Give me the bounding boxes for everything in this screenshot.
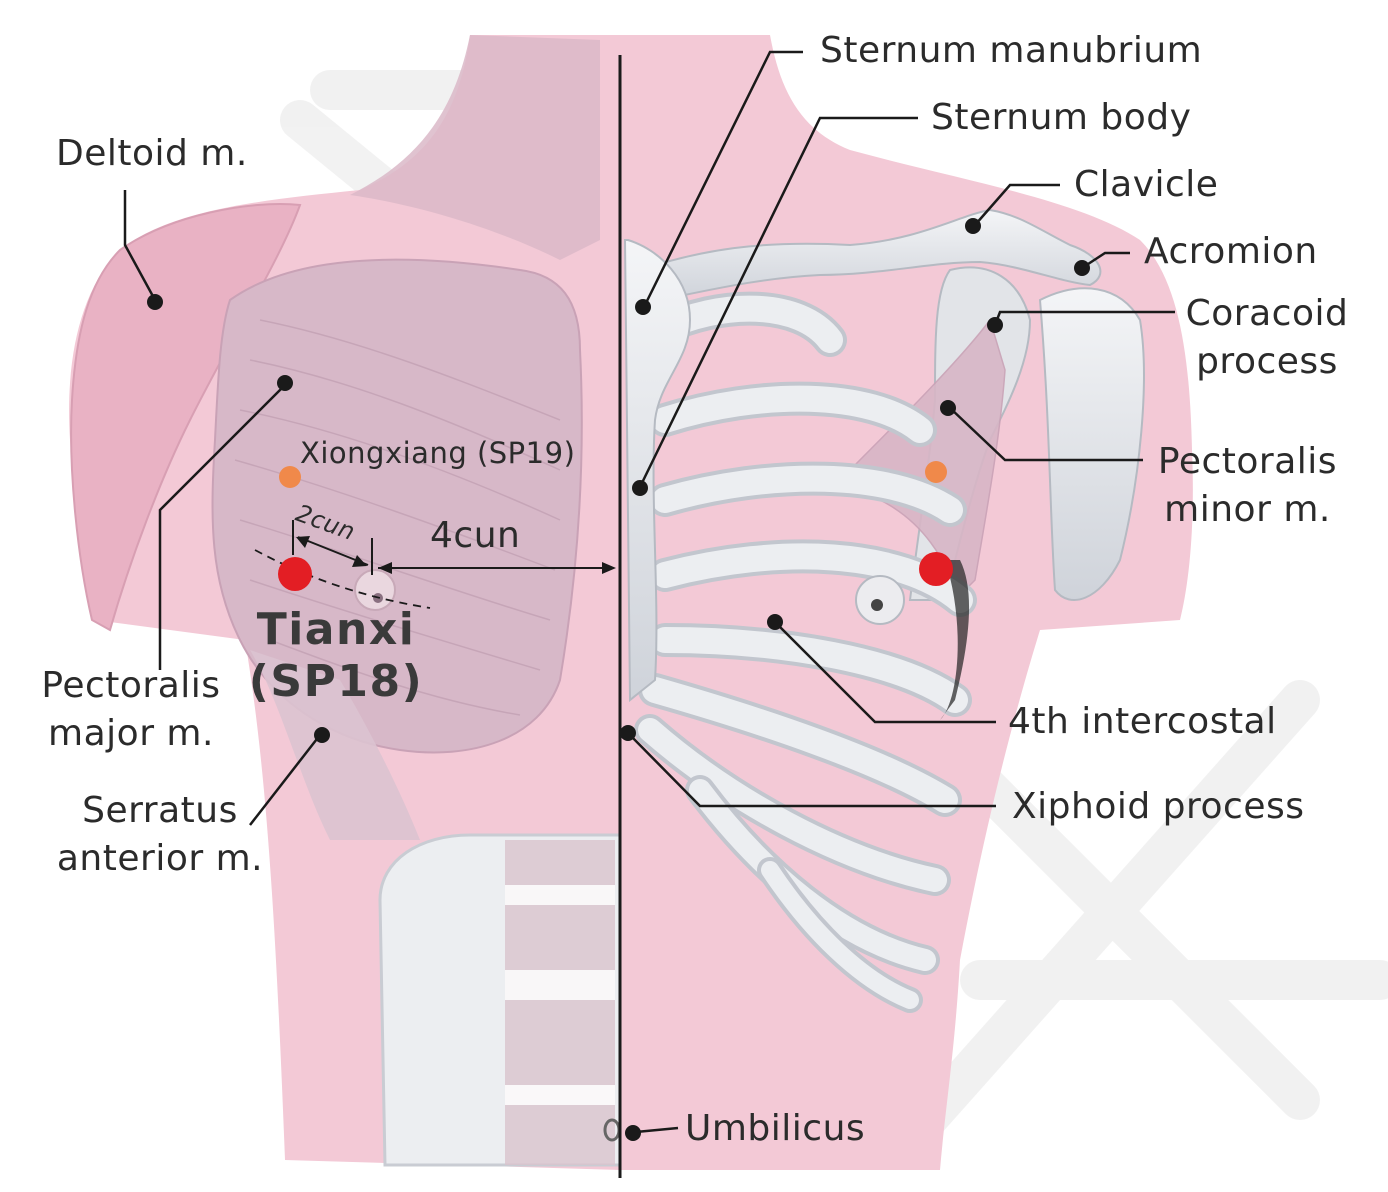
label-serratus-anterior-line2: anterior m.	[56, 837, 264, 879]
label-umbilicus: Umbilicus	[685, 1108, 866, 1149]
label-pectoralis-major: Pectoralis major m.	[36, 662, 226, 757]
label-clavicle: Clavicle	[1074, 164, 1219, 205]
label-tianxi-line2: (SP18)	[248, 655, 424, 707]
nipple-right-center	[871, 599, 883, 611]
pectoralis-major-muscle	[211, 258, 583, 754]
label-pectoralis-major-line2: major m.	[48, 712, 214, 754]
tianxi-point-left	[278, 557, 312, 591]
measurement-arrowheads	[296, 536, 616, 574]
humerus-bone	[1038, 287, 1145, 601]
label-coracoid-process: Coracoid process	[1172, 290, 1362, 385]
label-sternum-body: Sternum body	[931, 97, 1192, 138]
label-tianxi: Tianxi (SP18)	[236, 604, 436, 708]
label-pectoralis-minor-line2: minor m.	[1164, 488, 1331, 530]
label-4cun: 4cun	[430, 515, 521, 556]
label-serratus-anterior: Serratus anterior m.	[50, 787, 270, 882]
neck-muscle	[350, 35, 600, 260]
tianxi-point-right	[919, 552, 953, 586]
sternum-bone	[623, 239, 692, 703]
label-tianxi-line1: Tianxi	[256, 604, 416, 655]
ribcage	[634, 291, 977, 1013]
rib-shadow	[940, 560, 970, 720]
label-pectoralis-major-line1: Pectoralis	[41, 665, 221, 706]
label-sternum-manubrium: Sternum manubrium	[820, 30, 1203, 71]
pectoralis-minor-muscle	[838, 318, 1006, 602]
label-coracoid-process-line1: Coracoid	[1185, 293, 1349, 334]
label-pectoralis-minor: Pectoralis minor m.	[1150, 438, 1345, 533]
xiongxiang-point-left	[279, 466, 301, 488]
xiongxiang-point-right	[925, 461, 947, 483]
label-acromion: Acromion	[1144, 231, 1318, 272]
label-deltoid: Deltoid m.	[56, 133, 248, 174]
leader-dots	[147, 218, 1090, 1141]
label-xiphoid-process: Xiphoid process	[1012, 786, 1305, 827]
clavicle-bone	[638, 208, 1102, 302]
nipple-left	[354, 569, 396, 611]
label-pectoralis-minor-line1: Pectoralis	[1157, 441, 1338, 482]
serratus-anterior-muscle	[250, 650, 420, 840]
label-coracoid-process-line2: process	[1196, 340, 1338, 382]
rectus-bands	[505, 885, 615, 1105]
label-serratus-anterior-line1: Serratus	[82, 790, 238, 831]
label-4th-intercostal: 4th intercostal	[1008, 701, 1277, 742]
muscle-fibers	[234, 319, 561, 716]
label-xiongxiang: Xiongxiang (SP19)	[300, 436, 576, 470]
